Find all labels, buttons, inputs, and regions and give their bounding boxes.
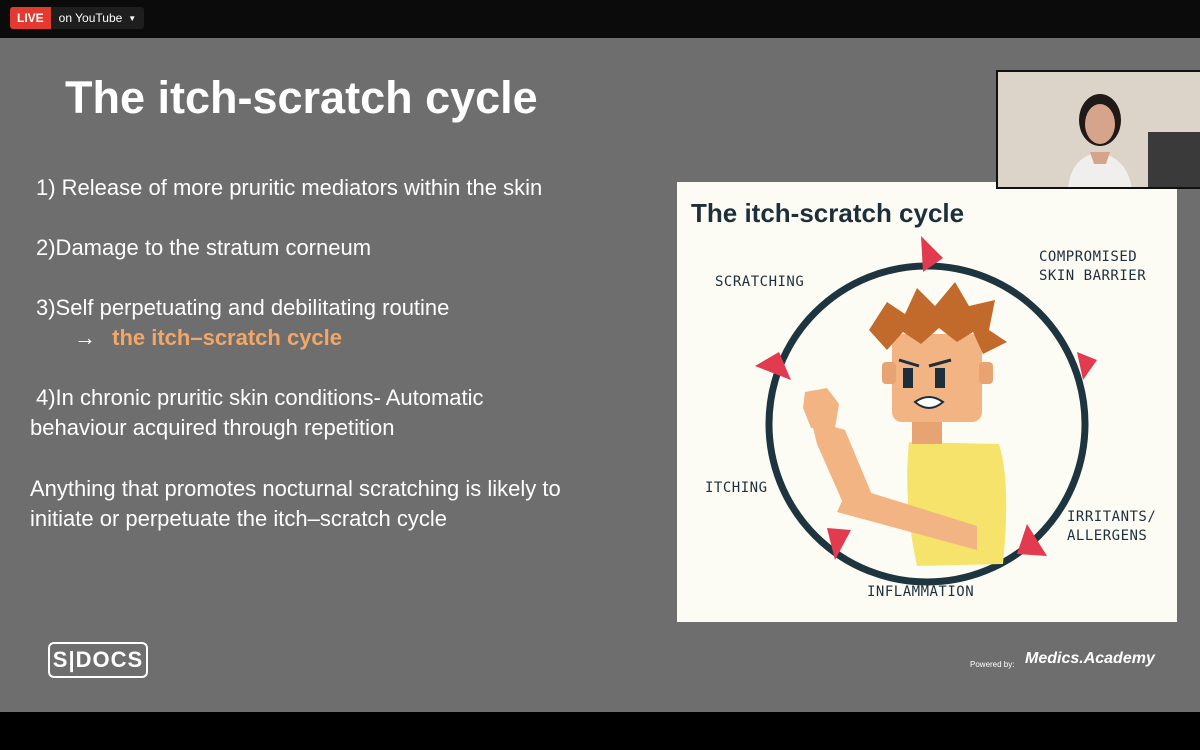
live-youtube-dropdown[interactable]: LIVE on YouTube ▼ [10, 7, 145, 29]
diagram-title: The itch-scratch cycle [691, 198, 965, 228]
label-skin-barrier: SKIN BARRIER [1039, 268, 1147, 284]
highlight-text: the itch–scratch cycle [112, 325, 343, 350]
itch-scratch-diagram: The itch-scratch cycle [677, 182, 1177, 622]
top-bar: LIVE on YouTube ▼ [0, 0, 1200, 38]
sdocs-logo: S|DOCS [48, 642, 148, 678]
label-scratching: SCRATCHING [715, 274, 805, 290]
cycle-arrow-icon [1077, 352, 1097, 380]
arrow-right-icon: → [74, 325, 96, 350]
presenter-video-feed [998, 72, 1200, 187]
label-irritants: IRRITANTS/ [1067, 509, 1157, 525]
cycle-arrow-icon [827, 528, 851, 560]
bullet-4-line1: 4)In chronic pruritic skin conditions- A… [36, 385, 484, 410]
cycle-arrow-icon [755, 352, 791, 380]
bottom-bar [0, 712, 1200, 750]
cycle-arrow-icon [921, 236, 943, 272]
bullet-5-line2: initiate or perpetuate the itch–scratch … [30, 506, 448, 531]
label-compromised: COMPROMISED [1039, 249, 1138, 265]
bullet-3: 3)Self perpetuating and debilitating rou… [36, 295, 450, 320]
medics-academy-logo: Medics.Academy [1025, 650, 1155, 667]
cycle-arrow-icon [1017, 524, 1047, 556]
bullet-4-line2: behaviour acquired through repetition [30, 415, 395, 440]
slide-title: The itch-scratch cycle [65, 72, 538, 123]
label-inflammation: INFLAMMATION [867, 584, 975, 600]
scratching-boy-illustration [803, 282, 1007, 566]
bullet-3-sub: → the itch–scratch cycle [74, 323, 342, 353]
label-itching: ITCHING [705, 480, 768, 496]
live-badge: LIVE [10, 7, 51, 29]
caret-down-icon: ▼ [128, 13, 137, 23]
presenter-webcam [996, 70, 1200, 189]
cycle-illustration [755, 236, 1097, 586]
live-destination: on YouTube [58, 11, 123, 25]
powered-by-label: Powered by: [970, 660, 1015, 669]
bullet-5-line1: Anything that promotes nocturnal scratch… [30, 476, 561, 501]
bullet-1: 1) Release of more pruritic mediators wi… [36, 175, 543, 200]
label-allergens: ALLERGENS [1067, 528, 1148, 544]
bullet-2: 2)Damage to the stratum corneum [36, 235, 372, 260]
